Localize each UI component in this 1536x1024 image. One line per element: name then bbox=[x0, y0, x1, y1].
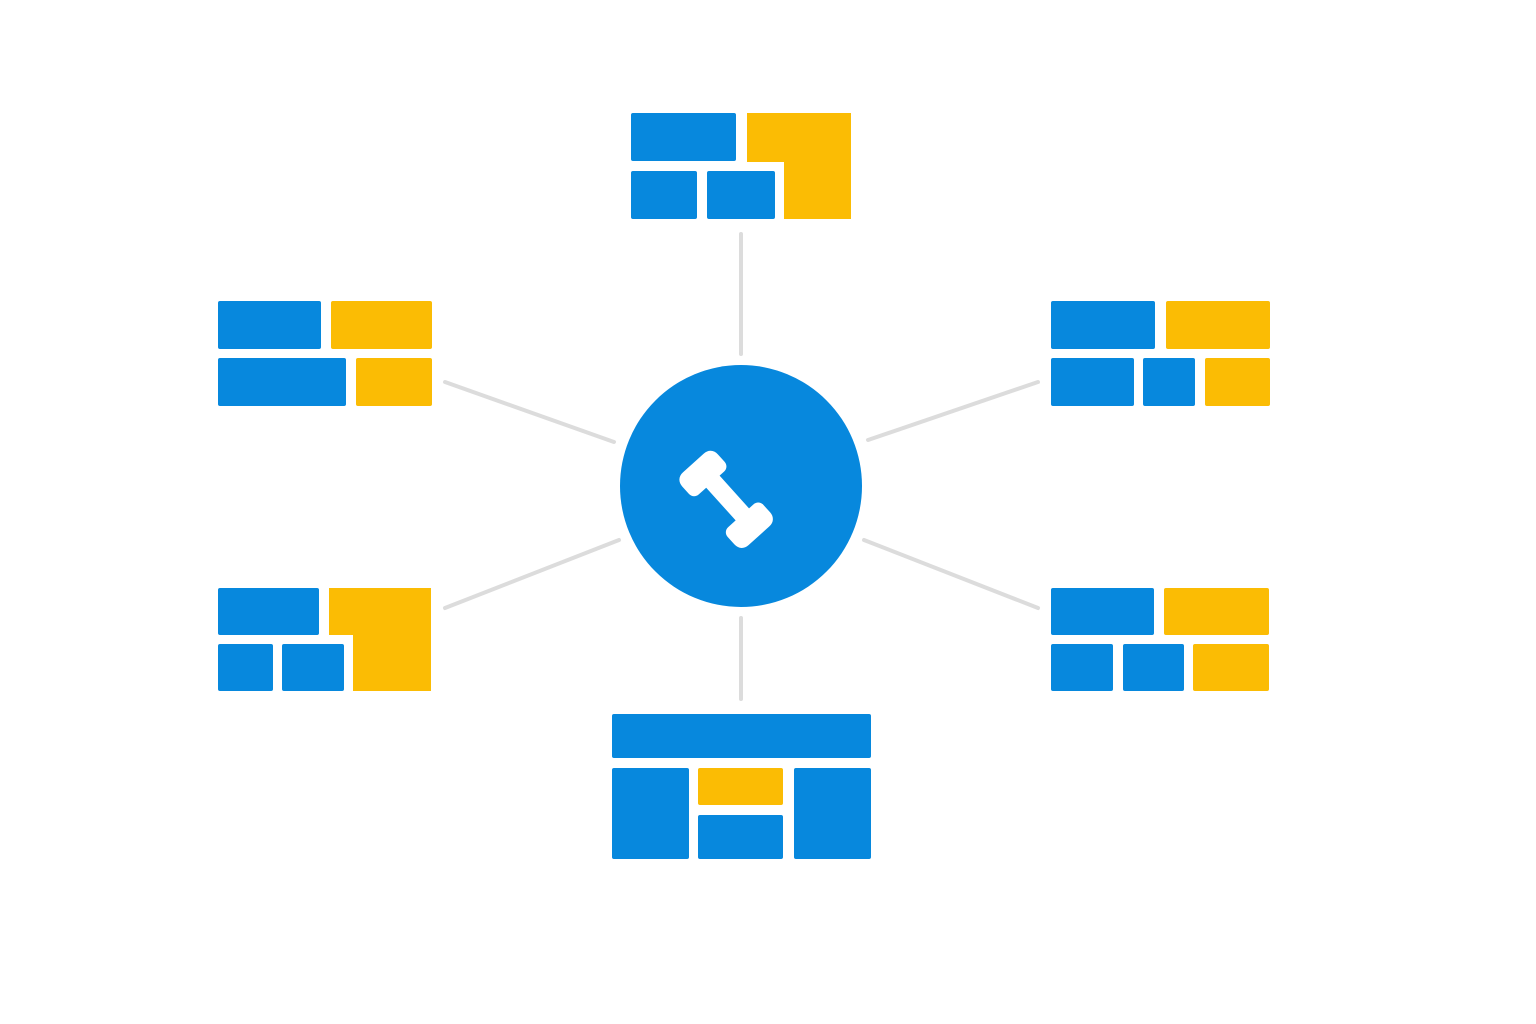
block-blue bbox=[631, 113, 736, 161]
connector-right-lower bbox=[862, 538, 1040, 610]
block-blue bbox=[794, 768, 871, 859]
block-yellow bbox=[698, 768, 783, 805]
hub-circle bbox=[620, 365, 862, 607]
block-blue bbox=[707, 171, 775, 219]
connectors bbox=[443, 232, 1040, 701]
block-blue bbox=[612, 768, 689, 859]
block-yellow bbox=[1205, 358, 1270, 406]
block-yellow bbox=[1193, 644, 1269, 691]
block-blue bbox=[218, 588, 319, 635]
block-yellow-l bbox=[329, 588, 431, 691]
block-blue-header bbox=[612, 714, 871, 758]
block-blue bbox=[631, 171, 697, 219]
block-blue bbox=[218, 358, 346, 406]
block-blue bbox=[1051, 358, 1134, 406]
block-blue bbox=[1051, 301, 1155, 349]
connector-left-lower bbox=[443, 538, 621, 610]
module-top bbox=[631, 113, 851, 219]
block-blue bbox=[1051, 644, 1113, 691]
phone-icon-shape bbox=[679, 450, 773, 548]
module-right-lower bbox=[1051, 588, 1269, 691]
connector-left-upper bbox=[443, 380, 616, 444]
block-yellow bbox=[331, 301, 432, 349]
module-left-upper bbox=[218, 301, 432, 406]
block-yellow bbox=[1166, 301, 1270, 349]
module-bottom bbox=[612, 714, 871, 859]
module-right-upper bbox=[1051, 301, 1270, 406]
block-blue bbox=[218, 644, 273, 691]
block-blue bbox=[282, 644, 344, 691]
phone-icon bbox=[679, 450, 773, 548]
block-yellow bbox=[1164, 588, 1269, 635]
block-blue bbox=[218, 301, 321, 349]
module-left-lower bbox=[218, 588, 431, 691]
block-blue bbox=[698, 815, 783, 859]
block-blue bbox=[1051, 588, 1154, 635]
block-blue bbox=[1123, 644, 1184, 691]
block-blue bbox=[1143, 358, 1195, 406]
block-yellow bbox=[356, 358, 432, 406]
connector-right-upper bbox=[866, 380, 1040, 442]
phone-hub bbox=[620, 365, 862, 607]
block-yellow-l bbox=[747, 113, 851, 219]
